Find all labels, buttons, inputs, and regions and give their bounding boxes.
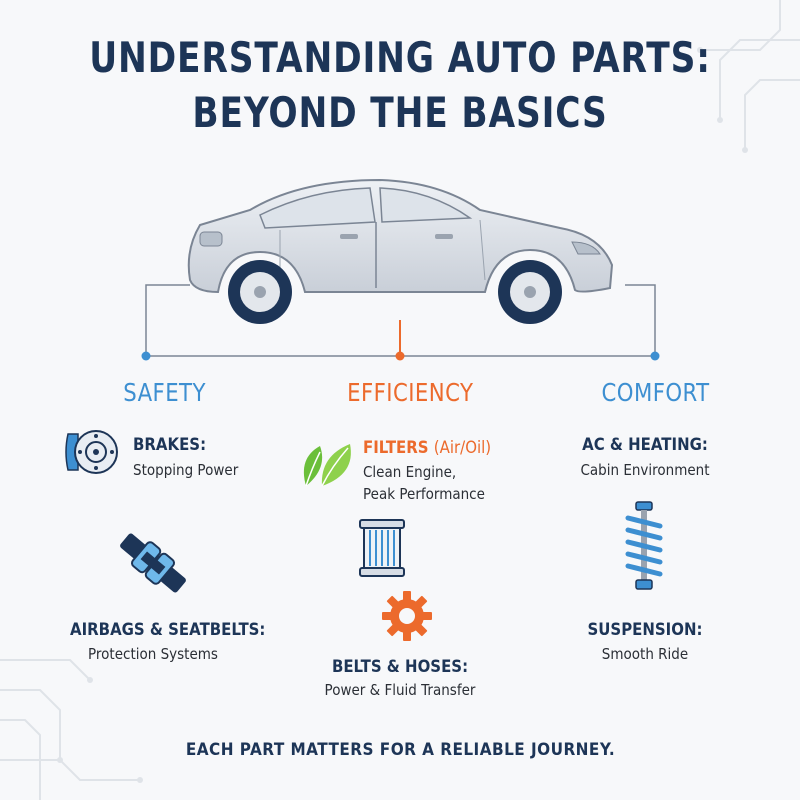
title-line-1: UNDERSTANDING AUTO PARTS: [89,33,711,82]
suspension-desc: Smooth Ride [601,645,689,663]
belts-hoses-title: BELTS & HOSES: [331,657,469,677]
gear-icon [382,591,432,641]
airbags-seatbelts-title: AIRBAGS & SEATBELTS: [70,620,266,640]
filters-title-suffix: (Air/Oil) [433,438,492,458]
filters-desc-2: Peak Performance [363,485,485,503]
ac-heating-title: AC & HEATING: [582,435,708,455]
title-line-2: BEYOND THE BASICS [192,88,608,137]
brake-disc-icon [65,430,118,474]
footer-text: EACH PART MATTERS FOR A RELIABLE JOURNEY… [185,740,615,760]
air-filter-icon [359,519,405,577]
connector-lines [141,284,660,361]
filters-desc-1: Clean Engine, [363,463,457,481]
front-wheel [498,260,562,324]
heading-safety: SAFETY [123,378,206,407]
brakes-desc: Stopping Power [133,461,239,479]
heading-efficiency: EFFICIENCY [347,378,474,407]
suspension-title: SUSPENSION: [587,620,703,640]
page-title: UNDERSTANDING AUTO PARTS: BEYOND THE BAS… [0,30,800,140]
ac-heating-desc: Cabin Environment [580,461,710,479]
leaf-icon [303,444,351,487]
airbags-seatbelts-desc: Protection Systems [88,645,218,663]
filters-title-main: FILTERS [363,438,429,458]
footer-tagline: EACH PART MATTERS FOR A RELIABLE JOURNEY… [0,740,800,760]
belts-hoses-desc: Power & Fluid Transfer [324,681,476,699]
filters-title: FILTERS (Air/Oil) [363,438,491,458]
rear-wheel [228,260,292,324]
coil-spring-icon [625,501,663,590]
seatbelt-icon [120,533,186,593]
brakes-title: BRAKES: [133,435,207,455]
heading-comfort: COMFORT [601,378,710,407]
car-illustration [187,178,614,324]
